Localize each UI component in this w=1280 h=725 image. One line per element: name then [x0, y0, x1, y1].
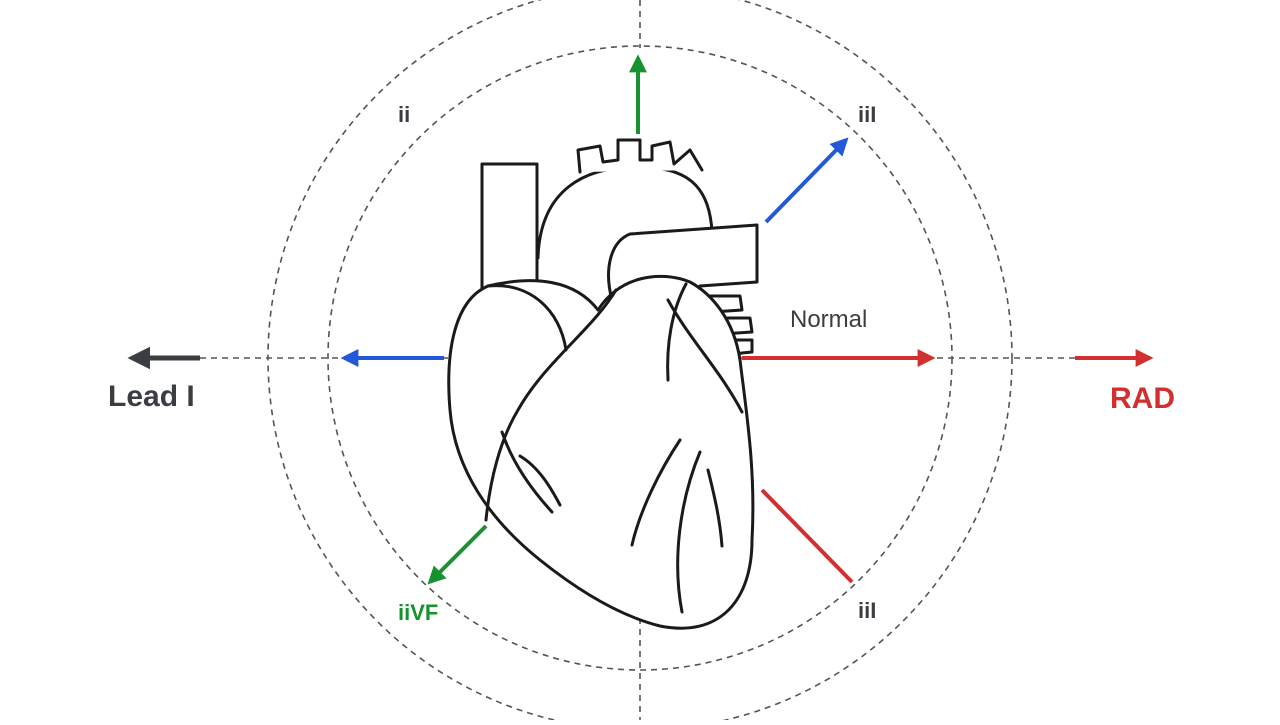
- top-right-lead-label: iiI: [858, 102, 876, 127]
- green-down-arrow: [427, 524, 488, 585]
- bottom-left-lead-label: iiVF: [398, 600, 438, 625]
- bottom-right-lead-label: iiI: [858, 598, 876, 623]
- lead-i-label: Lead I: [108, 380, 195, 413]
- top-left-lead-label: ii: [398, 102, 410, 127]
- blue-diagonal-arrow: [764, 137, 849, 224]
- rad-label: RAD: [1110, 382, 1175, 415]
- red-diagonal-line: [760, 488, 854, 584]
- normal-label: Normal: [790, 306, 867, 333]
- heart-outline-icon: [447, 138, 759, 630]
